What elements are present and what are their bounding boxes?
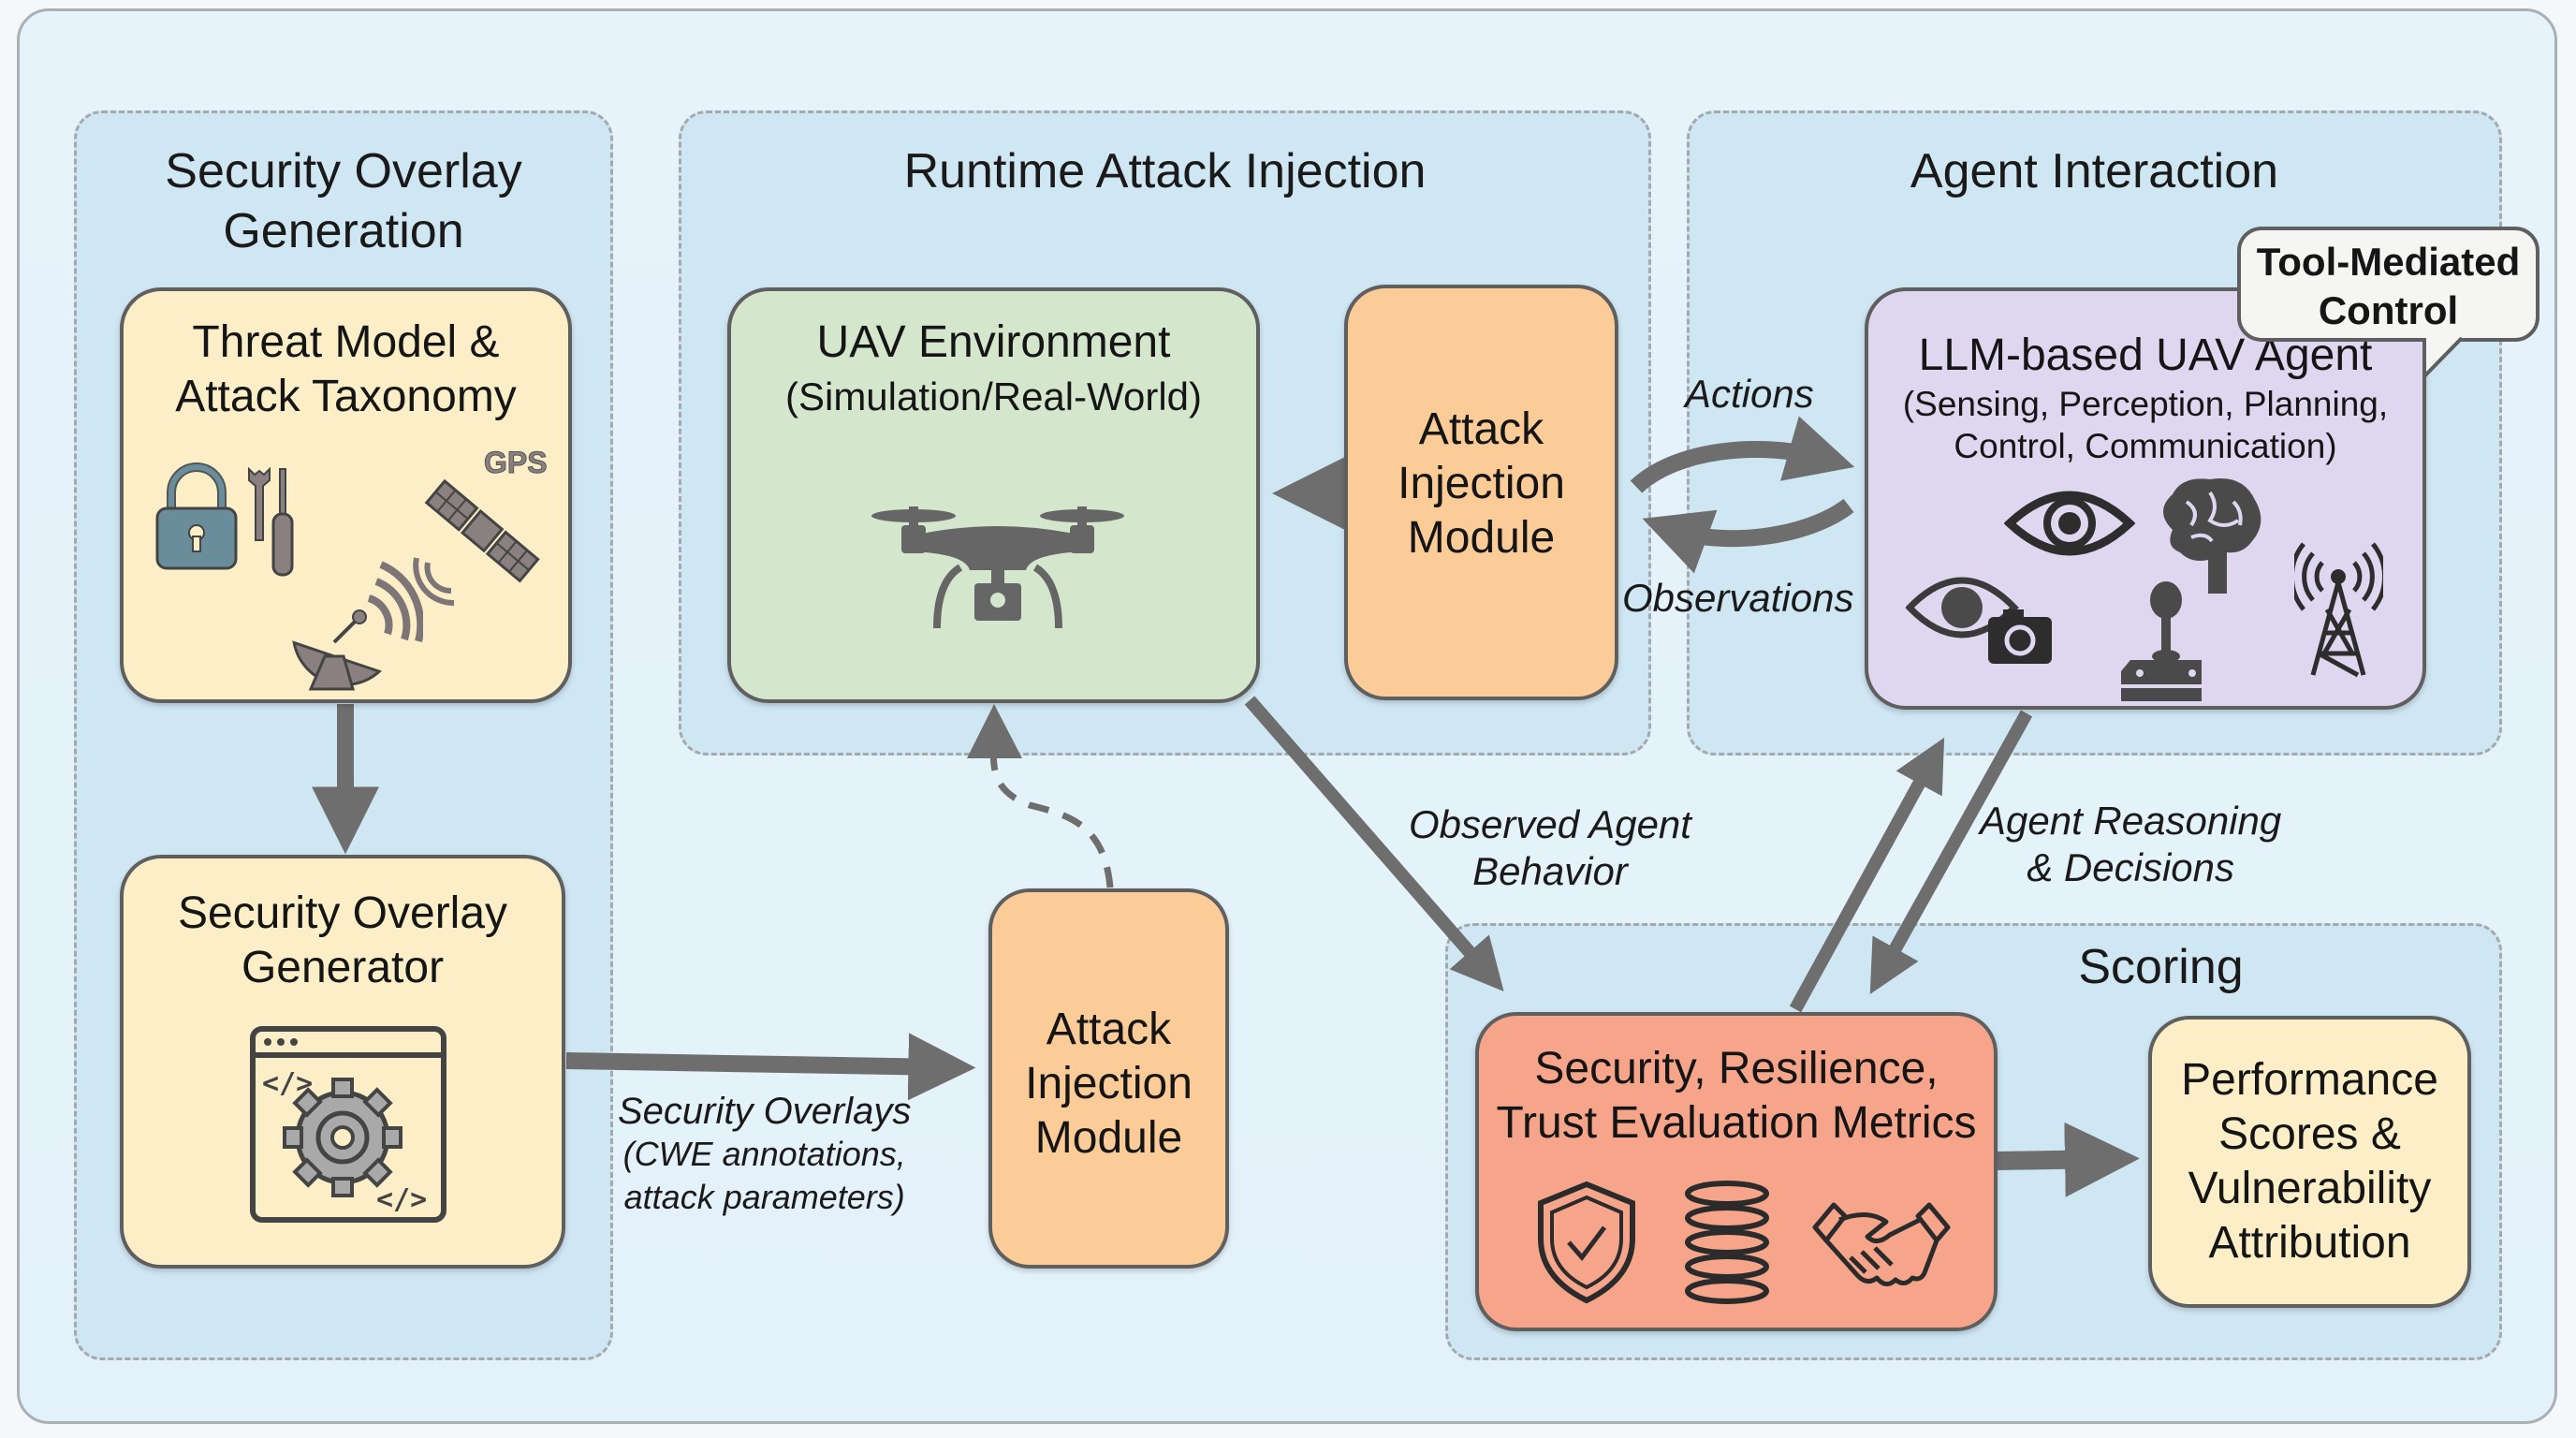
panel-title: Runtime Attack Injection: [903, 144, 1427, 198]
arrow-generator-to-injection: [565, 1033, 976, 1101]
box-title-line: (Simulation/Real-World): [784, 374, 1203, 418]
arrow-observations: [1642, 498, 1854, 574]
box-title-line: UAV Environment: [816, 317, 1171, 367]
llm-uav-agent-box[interactable]: LLM-based UAV Agent (Sensing, Perception…: [1865, 287, 2426, 710]
box-title-line: Module: [1407, 513, 1556, 563]
actions-label: Actions: [1685, 372, 1814, 416]
box-subtitle-line: Control, Communication): [1954, 427, 2337, 465]
arrow-agent-reasoning: [1869, 710, 2033, 995]
code-window-gear-icon: </> </>: [250, 1026, 446, 1223]
handshake-icon: [1812, 1202, 1951, 1286]
security-overlay-generator-box[interactable]: Security Overlay Generator </> </>: [120, 855, 565, 1269]
box-title-line: Performance: [2181, 1055, 2438, 1105]
box-title-line: Trust Evaluation Metrics: [1496, 1098, 1977, 1148]
screwdriver-icon: [271, 468, 294, 577]
drone-icon: [871, 506, 1124, 628]
box-title-line: Security Overlay: [177, 888, 508, 938]
threat-model-box[interactable]: Threat Model & Attack Taxonomy: [120, 287, 572, 703]
arrow-actions: [1630, 416, 1855, 493]
label-line: & Decisions: [2027, 845, 2234, 889]
svg-text:</>: </>: [376, 1183, 427, 1216]
brain-icon: [2163, 477, 2261, 594]
panel-title-line: Generation: [223, 204, 464, 258]
attack-injection-module-bottom[interactable]: Attack Injection Module: [988, 888, 1229, 1269]
padlock-icon: [155, 462, 238, 570]
spring-coil-icon: [1685, 1181, 1769, 1304]
label-line: Security Overlays: [618, 1091, 912, 1132]
radio-tower-icon: [2294, 542, 2383, 678]
arrow-observed-behavior: [1244, 696, 1504, 991]
label-line: (CWE annotations,: [622, 1135, 906, 1173]
wrench-icon: [248, 467, 271, 541]
arrow-head-dashed: [967, 704, 1022, 758]
box-title-line: Attribution: [2208, 1218, 2411, 1268]
gps-label: GPS: [484, 446, 549, 480]
attack-injection-module-top[interactable]: Attack Injection Module: [1344, 285, 1618, 700]
box-title-line: Injection: [1025, 1059, 1193, 1108]
observed-behavior-label: Observed Agent Behavior: [1409, 801, 1691, 895]
label-line: Behavior: [1472, 849, 1628, 893]
security-overlays-label: Security Overlays (CWE annotations, atta…: [618, 1090, 911, 1219]
shield-check-icon: [1538, 1181, 1635, 1304]
observations-label: Observations: [1622, 576, 1854, 620]
box-title-line: Attack Taxonomy: [175, 372, 517, 421]
box-title-line: Security, Resilience,: [1534, 1044, 1939, 1093]
arrow-injection-to-uav-dashed: [989, 739, 1114, 888]
box-title-line: Attack: [1418, 404, 1544, 454]
panel-title-line: Security Overlay: [165, 144, 522, 198]
callout-line: Control: [2318, 288, 2459, 332]
box-title-line: Injection: [1398, 459, 1565, 508]
callout-line: Tool-Mediated: [2256, 240, 2521, 284]
box-title-line: Module: [1034, 1113, 1183, 1163]
eye-icon: [2004, 491, 2135, 556]
box-title-line: Vulnerability: [2188, 1164, 2432, 1213]
agent-reasoning-label: Agent Reasoning & Decisions: [1980, 798, 2281, 891]
label-line: Agent Reasoning: [1980, 799, 2282, 843]
arrow-metrics-to-agent: [1789, 737, 1945, 1013]
security-metrics-box[interactable]: Security, Resilience, Trust Evaluation M…: [1475, 1012, 1998, 1331]
arrow-metrics-to-performance: [1997, 1122, 2140, 1197]
panel-title: Security Overlay Generation: [77, 141, 610, 261]
label-line: Observed Agent: [1409, 802, 1691, 846]
box-title-line: Threat Model &: [192, 317, 500, 367]
satellite-dish-icon: [292, 561, 423, 691]
panel-title: Agent Interaction: [1910, 144, 2279, 198]
joystick-icon: [2121, 581, 2211, 701]
gps-satellite-icon: [413, 478, 540, 607]
tool-mediated-control-callout: Tool-Mediated Control: [2237, 227, 2539, 342]
box-subtitle-line: (Sensing, Perception, Planning,: [1902, 385, 2389, 423]
label-line: attack parameters): [623, 1178, 905, 1216]
performance-scores-box[interactable]: Performance Scores & Vulnerability Attri…: [2148, 1016, 2471, 1308]
box-title-line: Generator: [241, 943, 445, 992]
uav-environment-box[interactable]: UAV Environment (Simulation/Real-World): [727, 287, 1260, 703]
eye-camera-icon: [1906, 577, 2052, 664]
box-title-line: Scores &: [2218, 1109, 2401, 1159]
panel-title: Scoring: [2078, 940, 2244, 994]
box-title-line: Attack: [1046, 1005, 1172, 1054]
